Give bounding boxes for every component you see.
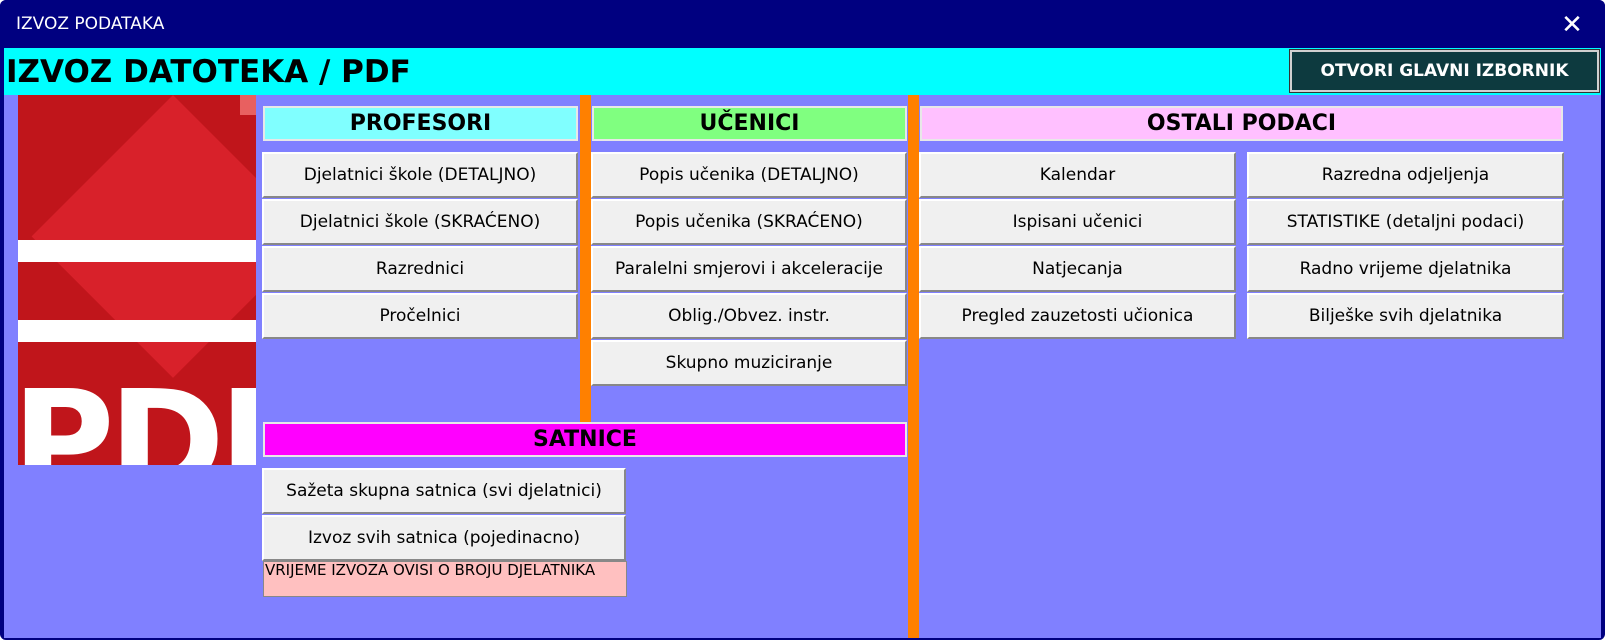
pdf-logo-icon: PDF [18,95,256,465]
section-header-profesori: PROFESORI [263,106,578,141]
button-razrednici[interactable]: Razrednici [262,246,578,292]
button-djelatnici-detaljno[interactable]: Djelatnici škole (DETALJNO) [262,152,578,198]
button-sazeta-skupna-satnica[interactable]: Sažeta skupna satnica (svi djelatnici) [262,468,626,514]
window-title: IZVOZ PODATAKA [16,14,165,34]
button-skupno-muziciranje[interactable]: Skupno muziciranje [591,340,907,386]
button-kalendar[interactable]: Kalendar [919,152,1236,198]
logo-line [18,240,256,262]
button-natjecanja[interactable]: Natjecanja [919,246,1236,292]
button-statistike[interactable]: STATISTIKE (detaljni podaci) [1247,199,1564,245]
section-header-ucenici: UČENICI [592,106,907,141]
client-area: IZVOZ DATOTEKA / PDF OTVORI GLAVNI IZBOR… [4,48,1601,638]
button-procelnici[interactable]: Pročelnici [262,293,578,339]
logo-text: PDF [18,361,256,466]
title-bar: IZVOZ PODATAKA ✕ [0,0,1605,48]
divider-vertical-left [580,95,591,423]
logo-corner [240,95,256,115]
logo-line [18,320,256,342]
button-popis-ucenika-skraceno[interactable]: Popis učenika (SKRAĆENO) [591,199,907,245]
button-izvoz-svih-satnica[interactable]: Izvoz svih satnica (pojedinacno) [262,515,626,561]
button-oblig-obvez-instr[interactable]: Oblig./Obvez. instr. [591,293,907,339]
section-header-ostali-podaci: OSTALI PODACI [920,106,1563,141]
header-bar: IZVOZ DATOTEKA / PDF OTVORI GLAVNI IZBOR… [4,48,1601,95]
button-razredna-odjeljenja[interactable]: Razredna odjeljenja [1247,152,1564,198]
export-time-note: VRIJEME IZVOZA OVISI O BROJU DJELATNIKA [263,561,627,597]
button-paralelni-smjerovi[interactable]: Paralelni smjerovi i akceleracije [591,246,907,292]
button-djelatnici-skraceno[interactable]: Djelatnici škole (SKRAĆENO) [262,199,578,245]
section-header-satnice: SATNICE [263,422,907,457]
button-radno-vrijeme[interactable]: Radno vrijeme djelatnika [1247,246,1564,292]
close-icon[interactable]: ✕ [1561,9,1583,39]
open-main-menu-button[interactable]: OTVORI GLAVNI IZBORNIK [1289,49,1600,93]
page-title: IZVOZ DATOTEKA / PDF [6,54,411,90]
button-pregled-zauzetosti[interactable]: Pregled zauzetosti učionica [919,293,1236,339]
divider-vertical-right [908,95,919,638]
button-popis-ucenika-detaljno[interactable]: Popis učenika (DETALJNO) [591,152,907,198]
button-ispisani-ucenici[interactable]: Ispisani učenici [919,199,1236,245]
button-biljeske[interactable]: Bilješke svih djelatnika [1247,293,1564,339]
